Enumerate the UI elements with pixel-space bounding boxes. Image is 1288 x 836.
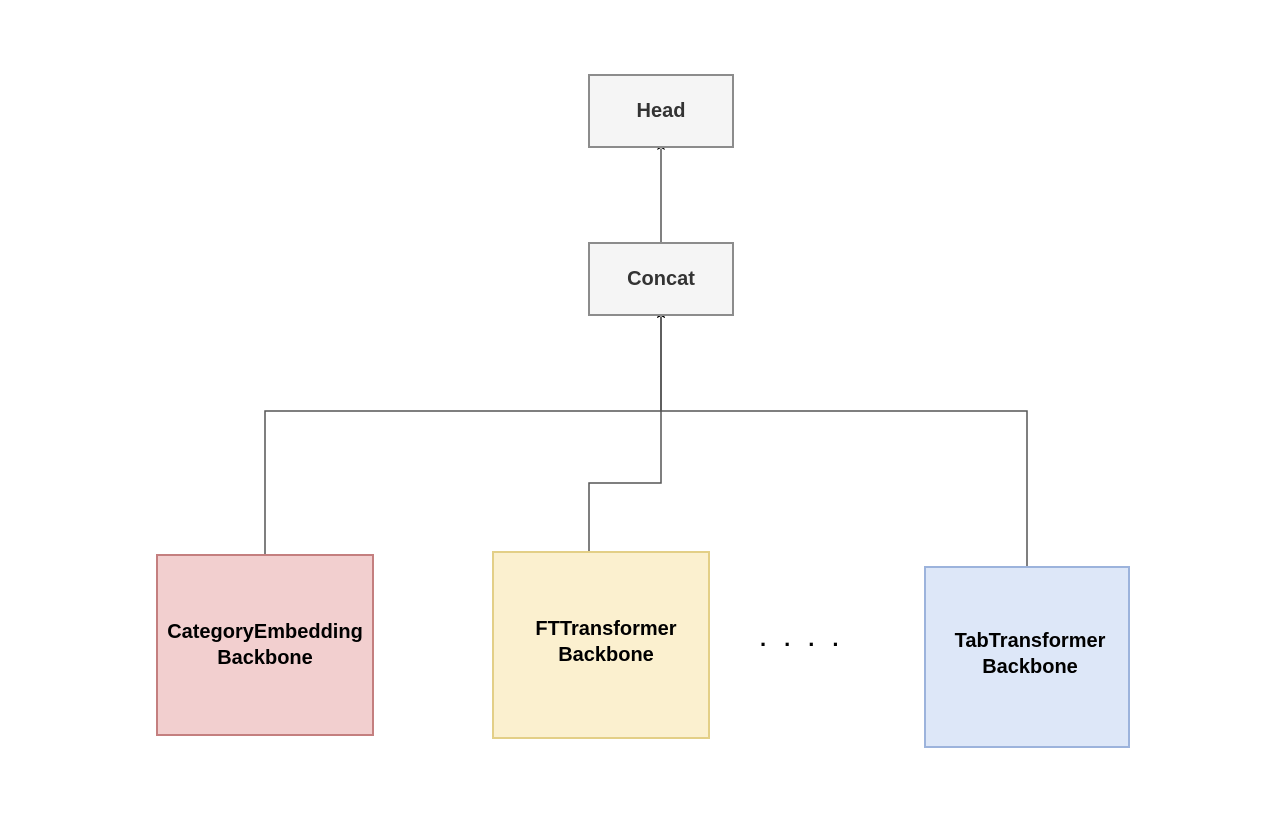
category-embedding-backbone-node: CategoryEmbedding Backbone — [156, 554, 374, 736]
more-backbones-ellipsis: .... — [760, 626, 857, 651]
ft-transformer-backbone-node: FTTransformer Backbone — [492, 551, 710, 739]
concat-node: Concat — [588, 242, 734, 316]
concat-node-label: Concat — [627, 268, 695, 290]
tab-transformer-backbone-node: TabTransformer Backbone — [924, 566, 1130, 748]
edge-tab-transformer-to-concat — [657, 309, 1028, 568]
head-node-label: Head — [636, 100, 686, 122]
edge-ft-transformer-to-concat — [588, 309, 665, 553]
head-node: Head — [588, 74, 734, 148]
ft-transformer-backbone-label: FTTransformer Backbone — [535, 618, 677, 666]
category-embedding-backbone-label: CategoryEmbedding Backbone — [167, 621, 363, 669]
tab-transformer-backbone-label: TabTransformer Backbone — [954, 630, 1106, 678]
edge-category-embedding-to-concat — [264, 309, 665, 556]
